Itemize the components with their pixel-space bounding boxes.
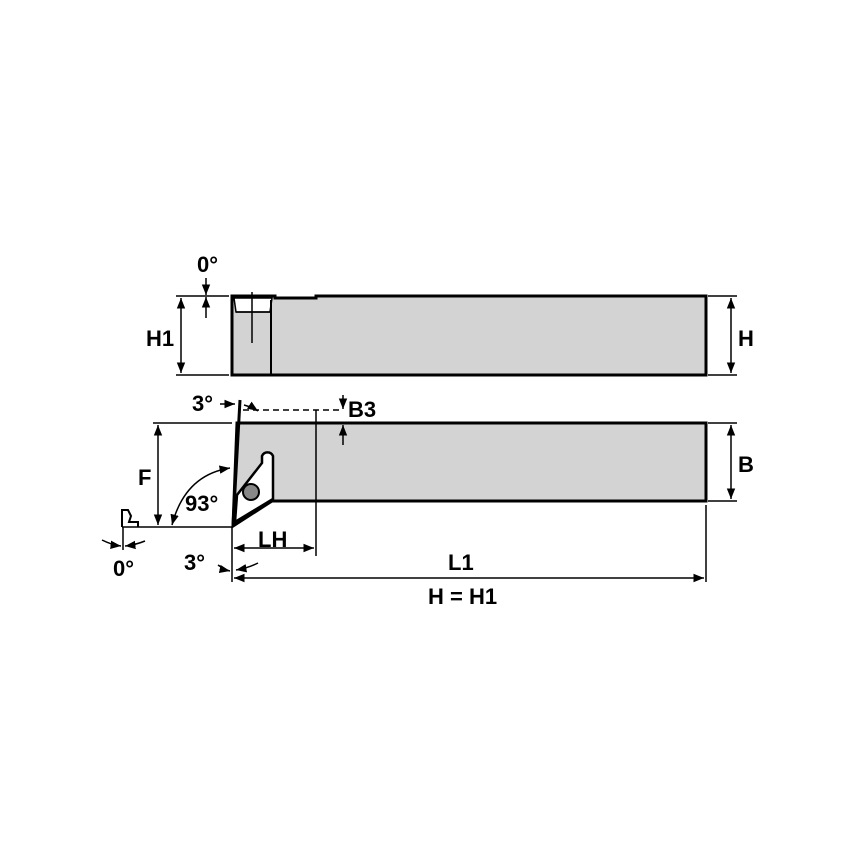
side-view: [176, 278, 737, 377]
f-label: F: [138, 465, 151, 490]
insert-screw-icon: [242, 483, 260, 501]
h-equals-h1-note: H = H1: [428, 584, 497, 609]
l1-label: L1: [448, 550, 474, 575]
top-angle-label: 0°: [197, 252, 218, 277]
angle-3-bottom-label: 3°: [184, 550, 205, 575]
lh-label: LH: [258, 527, 287, 552]
h1-label: H1: [146, 326, 174, 351]
b3-label: B3: [348, 397, 376, 422]
angle-3-top-label: 3°: [192, 391, 213, 416]
angle-93-label: 93°: [185, 491, 218, 516]
h-label: H: [738, 326, 754, 351]
angle-0-bottom-label: 0°: [113, 556, 134, 581]
top-view: [101, 395, 737, 583]
b-label: B: [738, 452, 754, 477]
